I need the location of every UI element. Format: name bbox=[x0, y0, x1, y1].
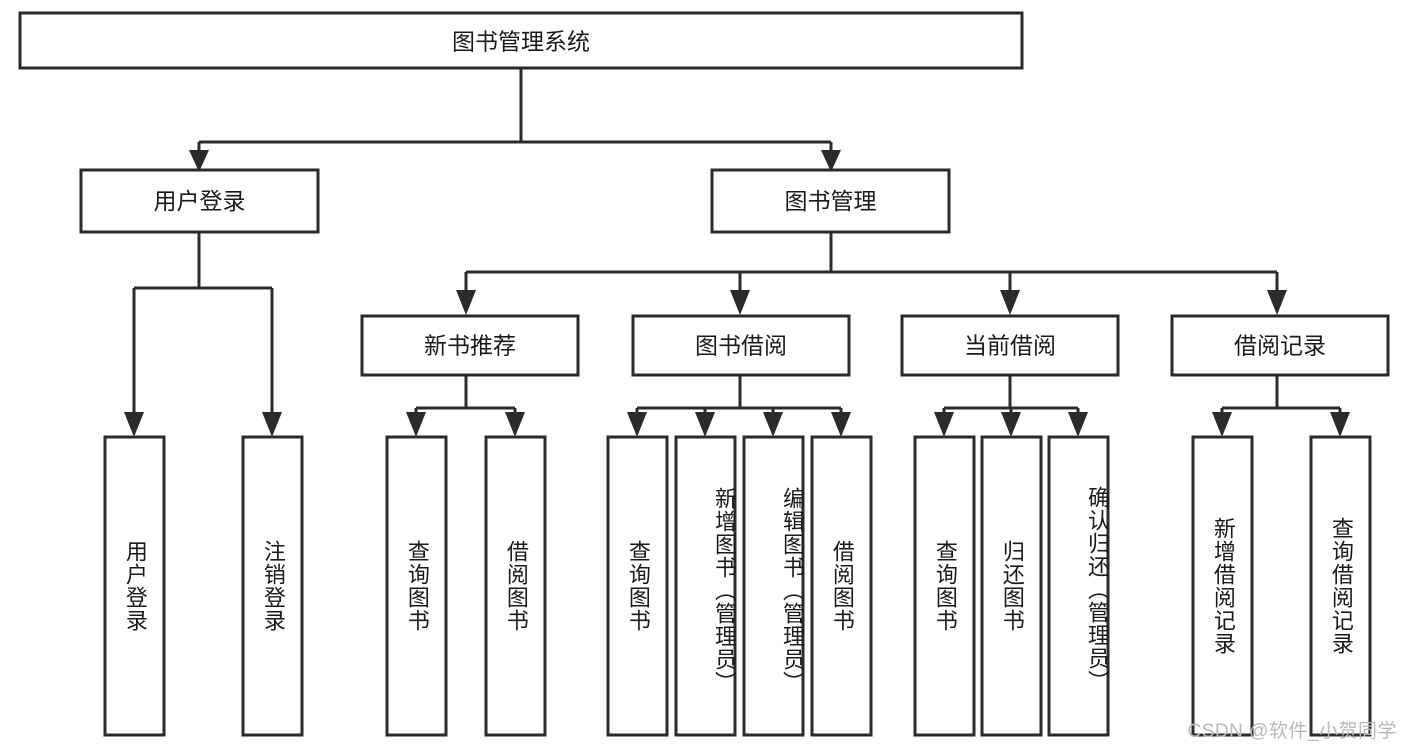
arrow-book-manage bbox=[821, 150, 841, 172]
leaf-box-query-record[interactable] bbox=[1309, 435, 1372, 737]
leaf-box-add-book[interactable] bbox=[674, 435, 737, 737]
node-new-book-recommend-box[interactable] bbox=[360, 314, 580, 377]
arrow-current-borrow bbox=[1000, 290, 1020, 315]
arrow-leaf-logout bbox=[262, 412, 282, 437]
arrow-leaf-borrow-book-1 bbox=[505, 412, 525, 437]
arrow-leaf-user-login bbox=[124, 412, 144, 437]
arrow-leaf-edit-book bbox=[763, 412, 783, 437]
leaf-box-borrow-book-2[interactable] bbox=[810, 435, 873, 737]
node-root[interactable]: 图书管理系统 bbox=[18, 11, 1024, 70]
connectors-borrow-record-to-leaves bbox=[1212, 375, 1350, 437]
leaf-box-query-book-3[interactable] bbox=[913, 435, 976, 737]
arrow-user-login bbox=[189, 150, 209, 172]
arrow-leaf-query-book-1 bbox=[406, 412, 426, 437]
leaf-box-confirm-return[interactable] bbox=[1047, 435, 1110, 737]
node-user-login[interactable]: 用户登录 bbox=[79, 168, 320, 234]
arrow-leaf-query-book-3 bbox=[934, 412, 954, 437]
node-borrow-record-box[interactable] bbox=[1170, 314, 1390, 377]
node-user-login-label: 用户登录 bbox=[154, 188, 246, 214]
arrow-book-borrow bbox=[730, 290, 750, 315]
connectors-current-borrow-to-leaves bbox=[934, 375, 1088, 437]
leaf-box-user-login[interactable] bbox=[103, 435, 166, 737]
leaf-box-edit-book[interactable] bbox=[742, 435, 805, 737]
node-new-book-recommend-label: 新书推荐 bbox=[424, 333, 516, 359]
arrow-leaf-add-book bbox=[695, 412, 715, 437]
leaf-boxes-borrow-record bbox=[1191, 435, 1372, 737]
node-book-manage-label: 图书管理 bbox=[785, 188, 877, 214]
leaf-boxes-current-borrow bbox=[913, 435, 1110, 737]
arrow-borrow-record bbox=[1267, 290, 1287, 315]
arrow-leaf-add-record bbox=[1212, 412, 1232, 437]
leaf-boxes-book-borrow bbox=[606, 435, 873, 737]
csdn-watermark: CSDN @软件_小贺同学 bbox=[1187, 721, 1397, 742]
arrow-new-book bbox=[456, 290, 476, 315]
connectors-book-manage-to-level3 bbox=[456, 232, 1287, 315]
node-book-borrow-label: 图书借阅 bbox=[695, 333, 787, 359]
arrow-leaf-return-book bbox=[1001, 412, 1021, 437]
leaf-boxes-new-book bbox=[385, 435, 547, 737]
node-borrow-record-label: 借阅记录 bbox=[1234, 333, 1326, 359]
node-new-book-recommend[interactable]: 新书推荐 bbox=[360, 314, 580, 377]
node-root-box[interactable] bbox=[18, 11, 1024, 70]
connectors-book-borrow-to-leaves bbox=[627, 375, 851, 437]
arrow-leaf-confirm-return bbox=[1068, 412, 1088, 437]
leaf-box-logout[interactable] bbox=[241, 435, 304, 737]
connectors-root-to-level2 bbox=[189, 68, 841, 172]
node-current-borrow-label: 当前借阅 bbox=[964, 333, 1056, 359]
leaf-box-borrow-book-1[interactable] bbox=[484, 435, 547, 737]
leaf-box-add-record[interactable] bbox=[1191, 435, 1254, 737]
connectors-new-book-to-leaves bbox=[406, 375, 525, 437]
node-book-borrow[interactable]: 图书借阅 bbox=[631, 314, 851, 377]
leaf-boxes-user-login bbox=[103, 435, 304, 737]
node-book-manage[interactable]: 图书管理 bbox=[710, 168, 951, 234]
arrow-leaf-borrow-book-2 bbox=[831, 412, 851, 437]
node-borrow-record[interactable]: 借阅记录 bbox=[1170, 314, 1390, 377]
leaf-box-return-book[interactable] bbox=[980, 435, 1043, 737]
node-user-login-box[interactable] bbox=[79, 168, 320, 234]
connectors-user-login-to-leaves bbox=[124, 232, 282, 437]
node-current-borrow[interactable]: 当前借阅 bbox=[900, 314, 1120, 377]
leaf-box-query-book-2[interactable] bbox=[606, 435, 669, 737]
node-book-manage-box[interactable] bbox=[710, 168, 951, 234]
node-current-borrow-box[interactable] bbox=[900, 314, 1120, 377]
arrow-leaf-query-book-2 bbox=[627, 412, 647, 437]
arrow-leaf-query-record bbox=[1330, 412, 1350, 437]
node-book-borrow-box[interactable] bbox=[631, 314, 851, 377]
leaf-box-query-book-1[interactable] bbox=[385, 435, 448, 737]
node-root-label: 图书管理系统 bbox=[452, 29, 590, 55]
